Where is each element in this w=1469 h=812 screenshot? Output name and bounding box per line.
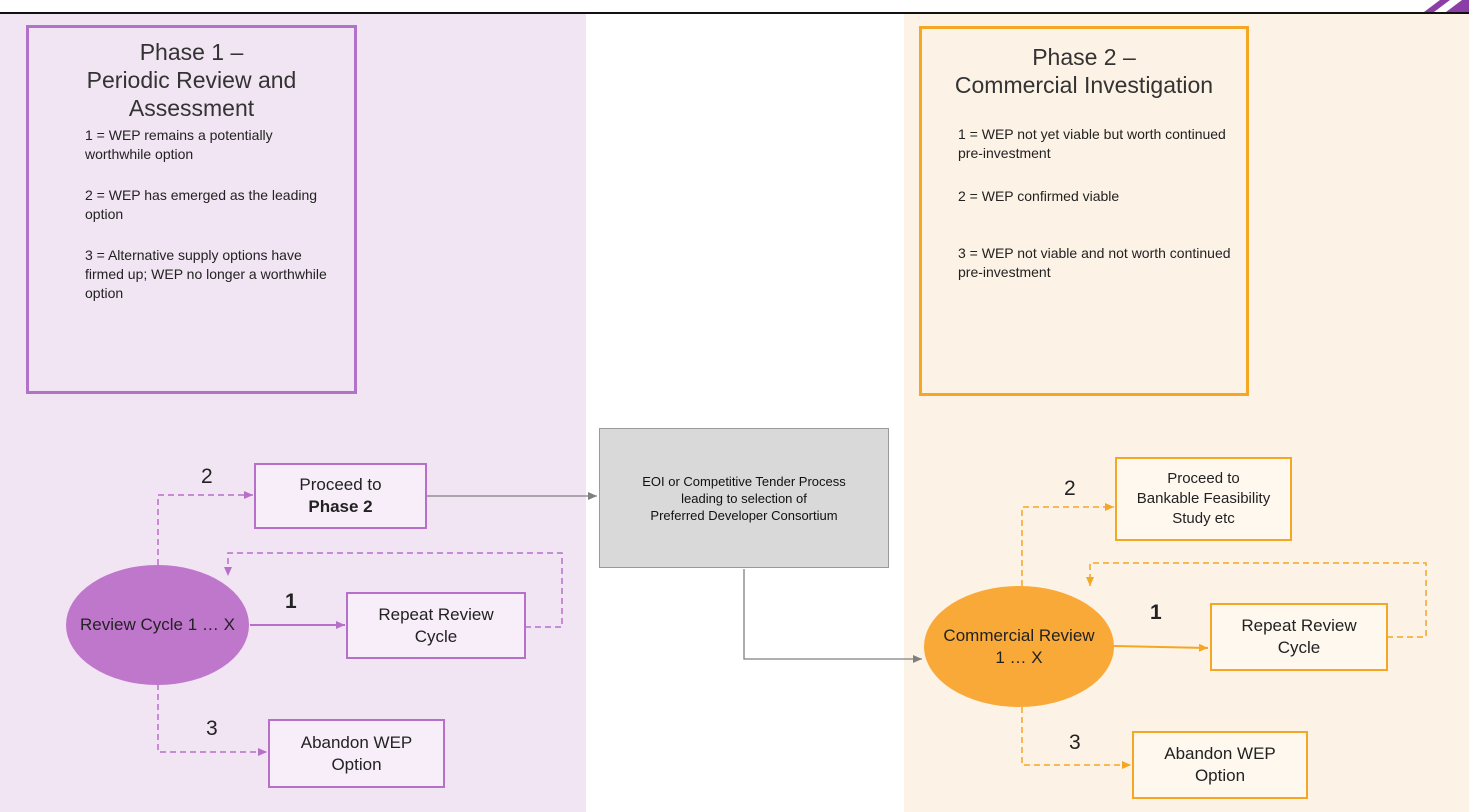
phase1-title-line3: Assessment: [128, 95, 255, 121]
arrow-tender-to-commercial: [743, 569, 922, 663]
repeat-review-line1: Repeat Review: [378, 604, 494, 624]
commercial-review-line1: Commercial Review: [943, 625, 1095, 645]
phase1-outcome-2: 2 = WEP has emerged as the leading optio…: [85, 187, 318, 222]
proceed-bankable-line3: Study etc: [1172, 510, 1235, 527]
phase1-title-line1: Phase 1 –: [139, 39, 244, 65]
phase1-outcome-3: 3 = Alternative supply options have firm…: [85, 247, 327, 301]
proceed-phase2-line1: Proceed to: [299, 475, 382, 494]
commercial-review-node: Commercial Review 1 … X: [924, 586, 1114, 707]
top-divider: [0, 12, 1469, 14]
phase1-box: Phase 1 – Periodic Review and Assessment…: [26, 25, 357, 394]
tender-line1: EOI or Competitive Tender Process: [642, 473, 846, 489]
tender-line3: Preferred Developer Consortium: [650, 507, 838, 523]
left-branch-label-1: 1: [285, 590, 297, 613]
left-branch-label-3: 3: [206, 717, 218, 740]
arrow-commercial-repeat-loop-back: [1086, 562, 1427, 638]
arrow-review-to-proceed: [157, 491, 253, 565]
right-branch-label-3: 3: [1069, 731, 1081, 754]
proceed-phase2-node: Proceed to Phase 2: [254, 463, 427, 529]
phase2-outcome-list: 1 = WEP not yet viable but worth continu…: [922, 99, 1246, 282]
commercial-repeat-line2: Cycle: [1277, 638, 1321, 657]
phase2-title-line2: Commercial Investigation: [954, 72, 1214, 98]
commercial-repeat-line1: Repeat Review: [1241, 616, 1357, 635]
abandon-wep-line1: Abandon WEP: [300, 732, 413, 752]
phase2-title-line1: Phase 2 –: [1032, 44, 1136, 70]
left-branch-label-2: 2: [201, 465, 213, 488]
repeat-review-node: Repeat Review Cycle: [346, 592, 526, 659]
proceed-bankable-line1: Proceed to: [1167, 470, 1240, 487]
repeat-review-line2: Cycle: [414, 626, 458, 646]
phase2-box: Phase 2 – Commercial Investigation 1 = W…: [919, 26, 1249, 396]
phase1-outcome-list: 1 = WEP remains a potentially worthwhile…: [29, 122, 354, 303]
arrow-repeat-loop-back: [224, 552, 563, 628]
phase1-title-line2: Periodic Review and: [86, 67, 297, 93]
commercial-repeat-node: Repeat Review Cycle: [1210, 603, 1388, 671]
commercial-abandon-line2: Option: [1194, 766, 1246, 785]
phase2-outcome-1: 1 = WEP not yet viable but worth continu…: [958, 126, 1226, 161]
commercial-abandon-line1: Abandon WEP: [1164, 744, 1276, 763]
review-cycle-label: Review Cycle 1 … X: [80, 615, 235, 634]
commercial-review-line2: 1 … X: [995, 647, 1043, 667]
phase2-outcome-3: 3 = WEP not viable and not worth continu…: [958, 245, 1231, 280]
phase2-outcome-2: 2 = WEP confirmed viable: [958, 188, 1120, 204]
arrow-review-to-abandon: [157, 684, 267, 756]
arrow-commercial-to-repeat: [1113, 643, 1209, 652]
review-cycle-node: Review Cycle 1 … X: [66, 565, 249, 685]
abandon-wep-node: Abandon WEP Option: [268, 719, 445, 788]
proceed-bankable-node: Proceed to Bankable Feasibility Study et…: [1115, 457, 1292, 541]
corner-logo-mark: [1424, 0, 1469, 12]
abandon-wep-line2: Option: [331, 754, 382, 774]
commercial-abandon-node: Abandon WEP Option: [1132, 731, 1308, 799]
proceed-phase2-line2: Phase 2: [308, 497, 373, 516]
proceed-bankable-line2: Bankable Feasibility: [1136, 490, 1271, 507]
tender-line2: leading to selection of: [681, 490, 807, 506]
right-branch-label-1: 1: [1150, 601, 1162, 624]
right-branch-label-2: 2: [1064, 477, 1076, 500]
tender-process-node: EOI or Competitive Tender Process leadin…: [599, 428, 889, 568]
arrow-commercial-to-abandon: [1021, 707, 1131, 769]
phase1-outcome-1: 1 = WEP remains a potentially worthwhile…: [85, 127, 273, 162]
arrow-commercial-to-proceed: [1021, 503, 1114, 596]
